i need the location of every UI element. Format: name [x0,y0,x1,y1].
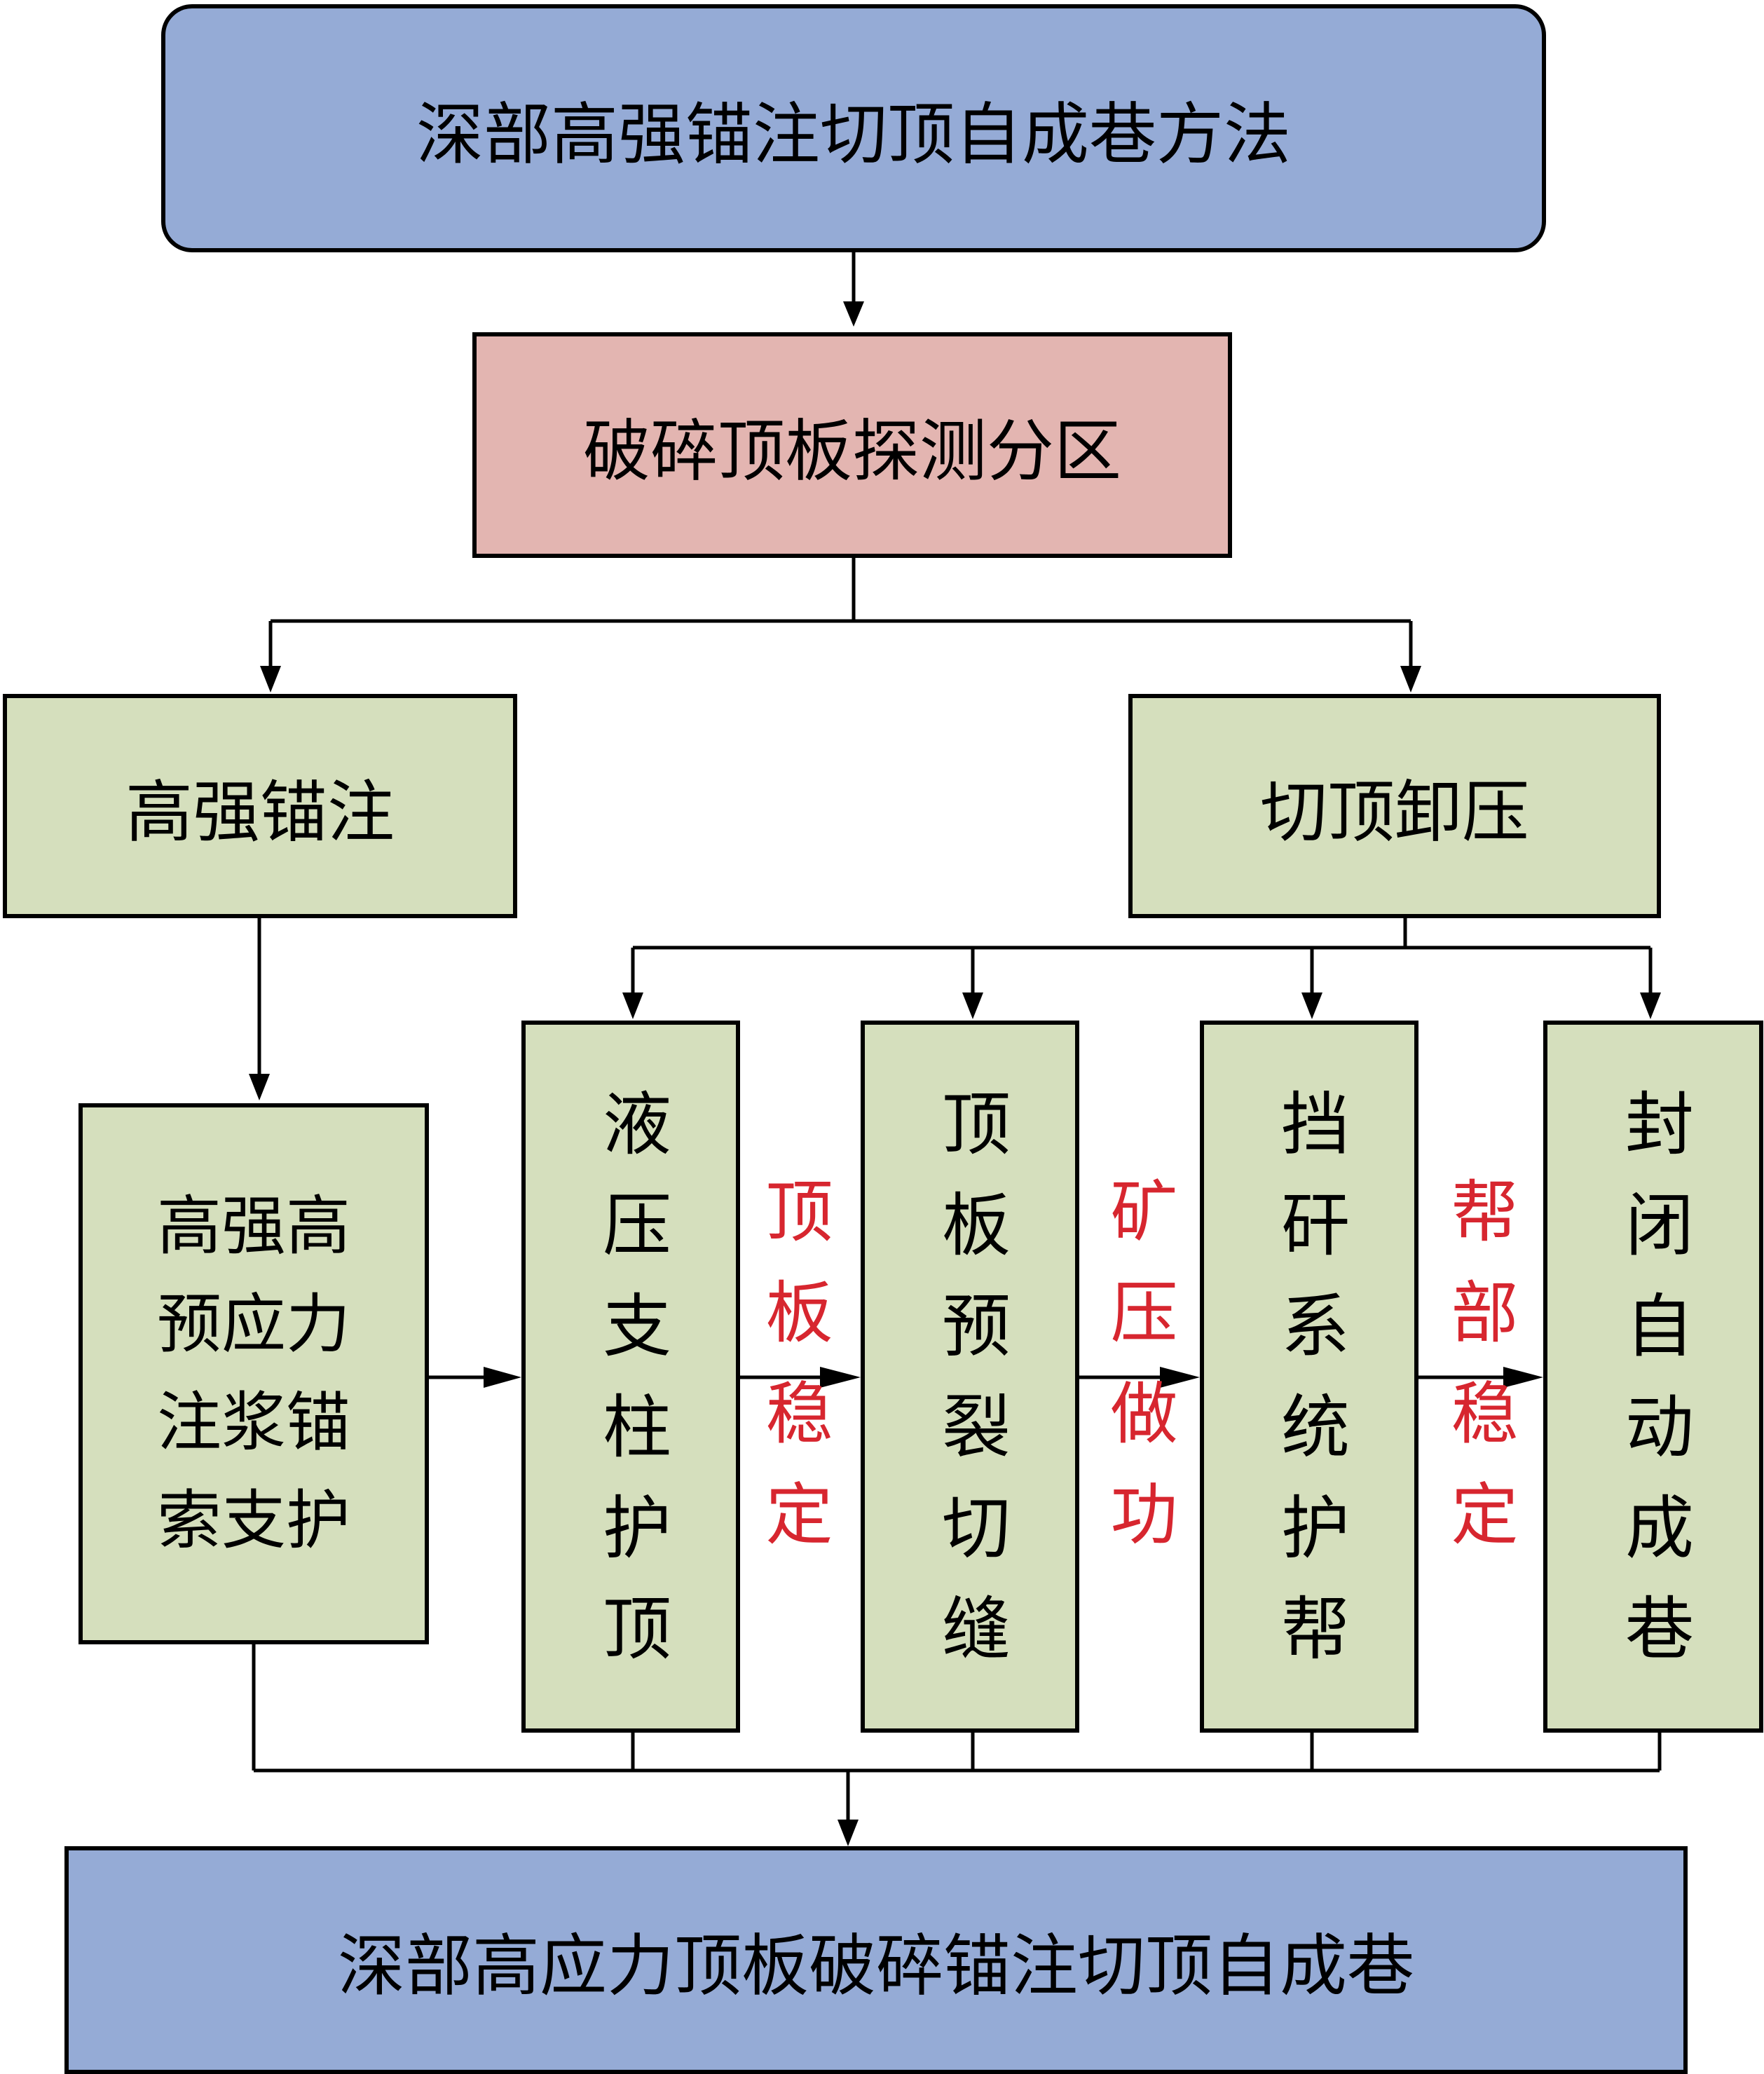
presplit-box: 顶板预裂切缝 [861,1021,1079,1733]
edge-label-side-stable: 帮部稳定 [1440,1176,1518,1580]
seal-label: 封闭自动成巷 [1613,1088,1693,1693]
method-label: 深部高强锚注切顶自成巷方法 [416,95,1291,174]
method-box: 深部高强锚注切顶自成巷方法 [161,4,1546,252]
gangue-box: 挡矸系统护帮 [1200,1021,1418,1733]
hydraulic-label: 液压支柱护顶 [591,1088,671,1693]
cut-relief-box: 切顶卸压 [1128,694,1661,918]
cable-support-box: 高强高 预应力 注浆锚 索支护 [78,1103,429,1644]
detect-box: 破碎顶板探测分区 [472,332,1232,558]
cut-relief-label: 切顶卸压 [1260,772,1529,852]
seal-box: 封闭自动成巷 [1543,1021,1763,1733]
edge-label-roof-stable: 顶板稳定 [754,1176,833,1580]
presplit-label: 顶板预裂切缝 [930,1088,1010,1693]
gangue-label: 挡矸系统护帮 [1269,1088,1349,1693]
result-box: 深部高应力顶板破碎锚注切顶自成巷 [64,1846,1688,2074]
edge-label-pressure-work: 矿压做功 [1099,1176,1177,1580]
anchor-box: 高强锚注 [3,694,517,918]
detect-label: 破碎顶板探测分区 [583,411,1121,491]
result-label: 深部高应力顶板破碎锚注切顶自成巷 [338,1927,1414,2005]
cable-support-label: 高强高 预应力 注浆锚 索支护 [156,1189,350,1558]
hydraulic-box: 液压支柱护顶 [521,1021,740,1733]
anchor-label: 高强锚注 [125,772,395,852]
